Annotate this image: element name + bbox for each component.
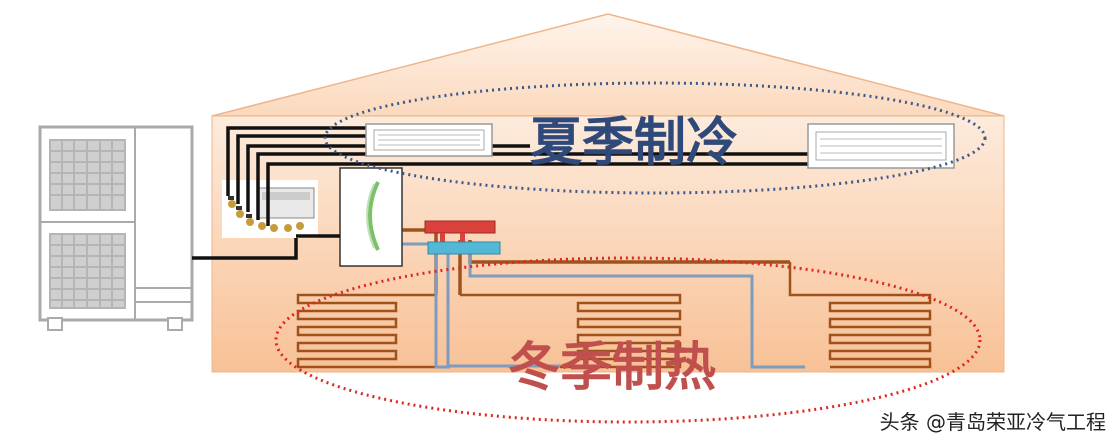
house-roof bbox=[211, 13, 1005, 117]
watermark: 头条 @青岛荣亚冷气工程 bbox=[879, 410, 1106, 434]
summer-cooling-ellipse bbox=[323, 81, 987, 195]
hydro-module bbox=[339, 167, 403, 267]
floor-heating-coil-middle bbox=[460, 293, 682, 369]
fan-grille-bottom bbox=[49, 233, 126, 309]
winter-heating-label: 冬季制热 bbox=[508, 338, 716, 398]
floor-heating-coil-left bbox=[296, 293, 436, 369]
indoor-ac-unit-left bbox=[365, 123, 493, 157]
indoor-ac-unit-right bbox=[807, 123, 955, 169]
refrigerant-lines bbox=[192, 126, 808, 260]
winter-heating-ellipse bbox=[274, 256, 982, 424]
fan-grille-top bbox=[49, 139, 126, 211]
outdoor-unit bbox=[38, 125, 194, 331]
summer-cooling-label: 夏季制冷 bbox=[530, 113, 738, 173]
cold-return-pipes bbox=[402, 242, 805, 369]
hot-water-manifold bbox=[424, 220, 496, 243]
cold-water-manifold bbox=[427, 241, 501, 255]
floor-heating-coil-right bbox=[788, 262, 932, 369]
